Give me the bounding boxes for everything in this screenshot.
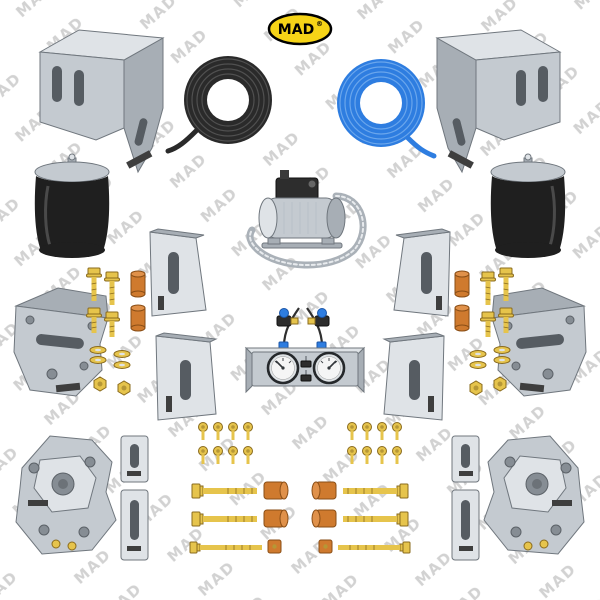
head-fitting [280,170,289,179]
toggle-switch [300,356,312,368]
pressure-gauge [266,351,300,385]
compressor-hose-braid [249,195,364,267]
shim-plates-left [120,435,149,561]
logo-oval [267,12,333,46]
panel-flange-left [245,346,253,394]
brand-logo: MAD ® [267,12,333,46]
cylinder-end-cap [326,197,346,239]
blue-air-tubing-coil [337,59,437,159]
support-plate-lower-right [383,332,445,421]
air-spring-left [33,152,111,260]
shim-plates-right [451,435,480,561]
air-spring-right [489,152,567,260]
black-air-tubing-coil [165,56,272,154]
head-port [308,180,316,188]
cylinder-end-cap [258,197,278,239]
toggle-switch [300,370,312,382]
pressure-gauge [312,351,346,385]
gauge-control-panel [244,307,366,394]
inline-valve [307,308,330,327]
black-tube-tail [165,128,199,154]
logo-registered-mark: ® [316,20,323,28]
logo-wordmark: MAD [278,22,314,38]
air-compressor [246,170,367,269]
compressor-foot [267,237,281,245]
compressor-foot [321,237,335,245]
blue-tube-tail [405,135,437,159]
inline-valve [276,308,299,327]
panel-flange-right [357,346,365,394]
support-plate-lower-left [155,332,217,421]
